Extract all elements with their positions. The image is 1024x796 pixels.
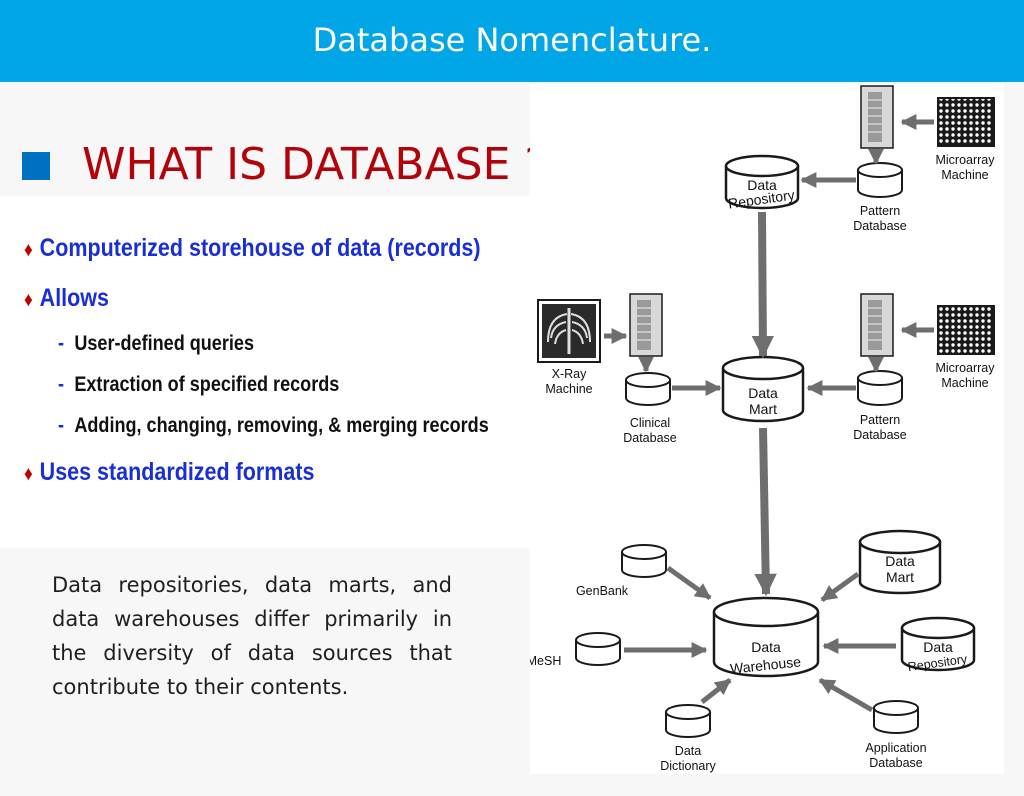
diagram-label: Database — [853, 428, 907, 442]
diagram-label: Microarray — [935, 153, 995, 167]
diagram-label: Clinical — [630, 416, 670, 430]
arrow — [818, 677, 874, 713]
slide-title: Database Nomenclature. — [312, 21, 712, 59]
diagram-label: MeSH — [530, 654, 561, 668]
diamond-bullet-icon: ♦ — [24, 463, 33, 485]
database-cylinder-icon — [712, 596, 820, 678]
database-cylinder-icon — [857, 370, 903, 406]
server-rack-icon — [860, 85, 894, 149]
sub-bullet-text: User-defined queries — [74, 332, 254, 355]
dash-bullet-icon: - — [58, 332, 65, 355]
diagram-label: Pattern — [860, 413, 900, 427]
bullet-panel: ♦ Computerized storehouse of data (record… — [0, 196, 532, 548]
bullet-item: ♦ Allows — [24, 284, 109, 313]
bullet-item: ♦ Uses standardized formats — [24, 458, 314, 487]
diagram-label: Machine — [941, 168, 988, 182]
diamond-bullet-icon: ♦ — [24, 289, 33, 311]
arrow — [820, 571, 860, 603]
diagram-label: Data — [747, 177, 777, 193]
diagram-label: GenBank — [576, 584, 629, 598]
database-cylinder-icon — [857, 162, 903, 198]
sub-bullet-text: Extraction of specified records — [74, 373, 340, 396]
diagram-label: X-Ray — [552, 367, 587, 381]
diagram-label: Database — [623, 431, 677, 445]
diagram-label: Machine — [545, 382, 592, 396]
sub-bullet-item: -Extraction of specified records — [58, 373, 339, 397]
sub-bullet-text: Adding, changing, removing, & merging re… — [74, 414, 489, 437]
slide-heading: WHAT IS DATABASE ? — [82, 139, 548, 190]
diagram-label: Warehouse — [729, 653, 802, 676]
diagram-label: Database — [853, 219, 907, 233]
database-cylinder-icon — [625, 372, 671, 406]
dash-bullet-icon: - — [58, 414, 65, 437]
arrow — [754, 427, 777, 597]
arrow — [666, 565, 712, 601]
microarray-machine-icon — [937, 97, 995, 147]
bullet-text: Computerized storehouse of data (records… — [39, 234, 481, 262]
diagram-label: Dictionary — [660, 759, 716, 773]
diagram-label: Data — [675, 744, 701, 758]
diagram-label: Data — [923, 639, 953, 655]
database-cylinder-icon — [724, 154, 800, 210]
xray-image-icon — [537, 299, 601, 363]
arrow — [700, 678, 732, 704]
database-cylinder-icon — [900, 616, 976, 672]
database-cylinder-icon — [621, 544, 667, 578]
dash-bullet-icon: - — [58, 373, 65, 396]
arrow — [751, 211, 775, 359]
diagram-label: Microarray — [935, 361, 995, 375]
description-paragraph: Data repositories, data marts, and data … — [52, 573, 452, 699]
square-bullet-icon — [22, 152, 50, 180]
diagram-label: Pattern — [860, 204, 900, 218]
microarray-machine-icon — [937, 305, 995, 355]
sub-bullet-item: -User-defined queries — [58, 332, 254, 356]
diagram-label: Data — [885, 553, 915, 569]
bullet-text: Allows — [39, 284, 109, 312]
sub-bullet-item: -Adding, changing, removing, & merging r… — [58, 414, 489, 438]
diagram-label: Mart — [749, 401, 777, 417]
diagram-label: Data — [751, 639, 781, 655]
diagram-label: Machine — [941, 376, 988, 390]
diagram-label: Application — [865, 741, 926, 755]
heading-row: WHAT IS DATABASE ? — [22, 134, 562, 198]
database-diagram: Microarray Machine Pattern Database Data… — [530, 84, 1004, 774]
bullet-text: Uses standardized formats — [39, 458, 315, 486]
diagram-arrows — [604, 113, 934, 713]
database-cylinder-icon — [665, 704, 711, 738]
database-cylinder-icon — [873, 700, 919, 734]
bullet-item: ♦ Computerized storehouse of data (record… — [24, 234, 480, 263]
diamond-bullet-icon: ♦ — [24, 239, 33, 261]
server-rack-icon — [629, 293, 663, 357]
diagram-label: Database — [869, 756, 923, 770]
database-cylinder-icon — [858, 529, 942, 595]
slide-header: Database Nomenclature. — [0, 0, 1024, 82]
diagram-label: Mart — [886, 569, 914, 585]
diagram-label: Data — [748, 385, 778, 401]
server-rack-icon — [860, 293, 894, 357]
database-cylinder-icon — [575, 632, 621, 666]
